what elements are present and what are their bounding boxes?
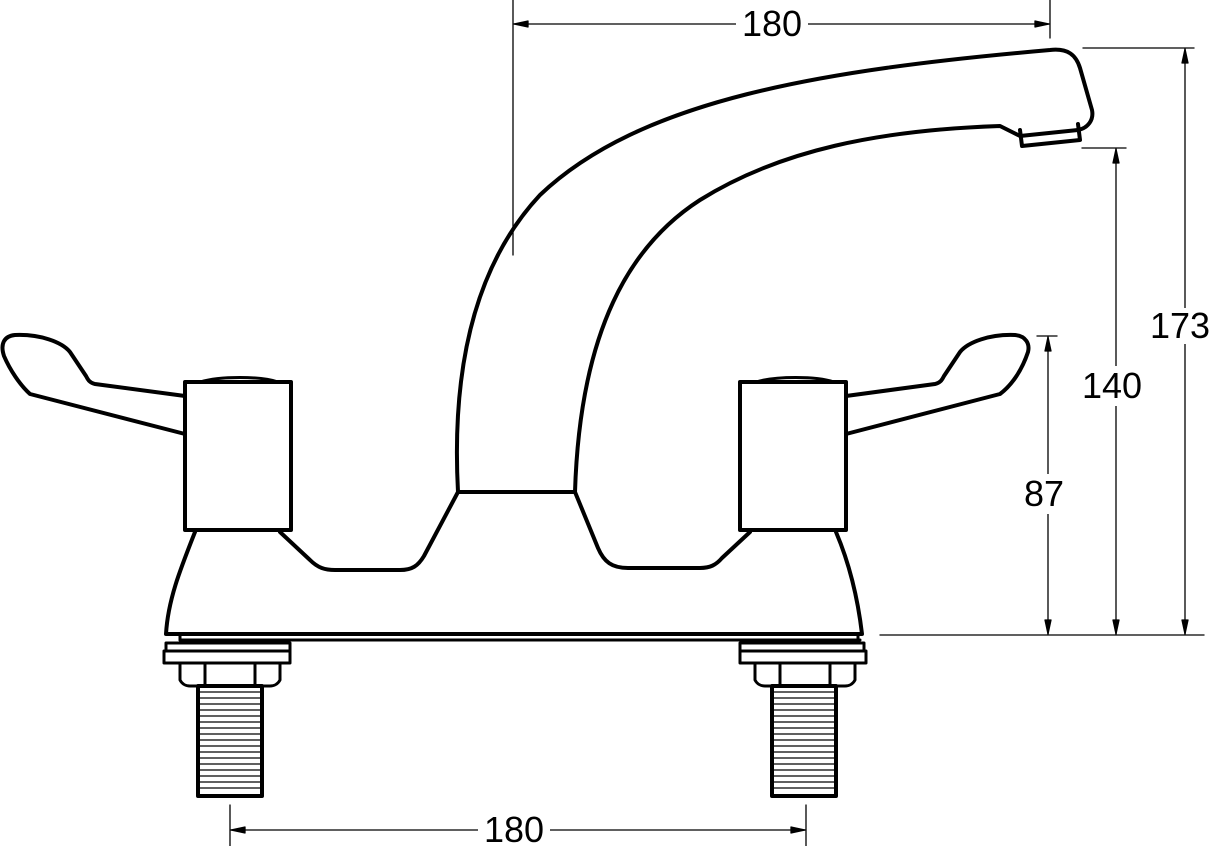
tail-centres-dimension: 180 xyxy=(478,812,551,848)
right-lever-handle xyxy=(844,332,1031,436)
left-lever-handle xyxy=(0,332,187,436)
deck-body xyxy=(164,490,864,636)
left-threaded-tail xyxy=(196,684,264,798)
handle-height-dimension: 87 xyxy=(1024,473,1065,514)
spout-reach-dimension: 180 xyxy=(736,6,809,42)
overall-height-dimension: 173 xyxy=(1150,305,1211,346)
left-backnut xyxy=(162,641,292,688)
dimension-lines xyxy=(229,0,1205,846)
spout-outlet-height-dimension: 140 xyxy=(1082,365,1143,406)
right-backnut xyxy=(738,641,868,688)
spout xyxy=(454,47,1095,494)
base-plate xyxy=(178,632,862,642)
right-valve-headwork xyxy=(738,376,848,532)
right-threaded-tail xyxy=(770,684,838,798)
left-valve-headwork xyxy=(183,376,293,532)
